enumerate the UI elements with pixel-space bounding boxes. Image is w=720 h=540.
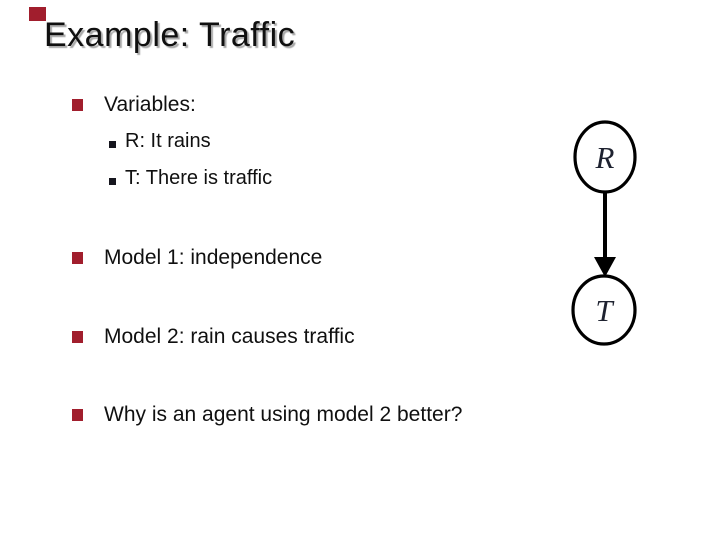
node-R-circle (573, 120, 637, 194)
bayes-net-diagram: R T (571, 120, 637, 346)
bullet-square-icon (72, 252, 83, 264)
bullet-text: Variables: (104, 93, 196, 116)
bullet-text: Model 1: independence (104, 246, 323, 269)
bullet-square-icon (72, 99, 83, 111)
bullet-text: Why is an agent using model 2 better? (104, 403, 463, 426)
node-R-label: R (595, 140, 615, 175)
bullet-model-2: Model 2: rain causes traffic (72, 324, 355, 350)
node-T-label: T (595, 293, 615, 328)
corner-accent-rect (29, 7, 46, 21)
bullet-square-icon (109, 178, 116, 185)
bullet-t-there-is-traffic: T: There is traffic (109, 166, 272, 191)
node-T-circle (571, 274, 637, 346)
bullet-text: Model 2: rain causes traffic (104, 325, 355, 348)
bullet-r-it-rains: R: It rains (109, 129, 211, 154)
edge-R-to-T-arrowhead-icon (594, 257, 616, 277)
bullet-model-1: Model 1: independence (72, 245, 322, 271)
bullet-text: T: There is traffic (125, 167, 273, 189)
slide-title: Example: Traffic (44, 16, 296, 54)
bullet-square-icon (109, 141, 116, 148)
bullet-square-icon (72, 409, 83, 421)
bullet-variables: Variables: (72, 92, 196, 118)
bullet-why-question: Why is an agent using model 2 better? (72, 402, 462, 428)
bullet-text: R: It rains (125, 130, 211, 152)
bullet-square-icon (72, 331, 83, 343)
